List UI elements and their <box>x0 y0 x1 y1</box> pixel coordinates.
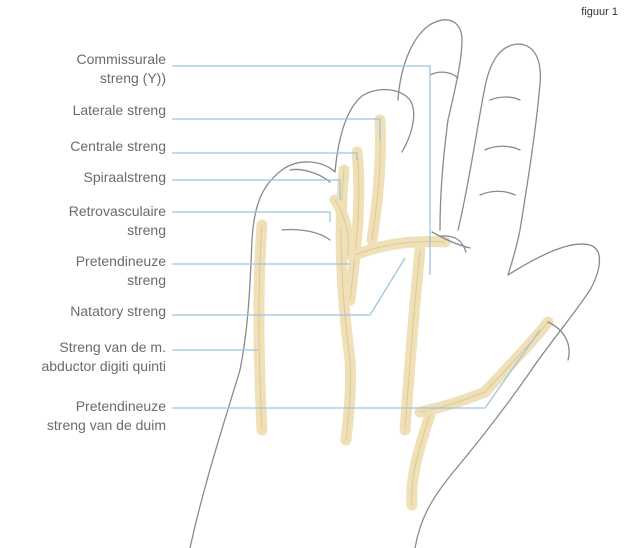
leader-line <box>172 119 380 140</box>
outline-stroke <box>430 72 458 78</box>
outline-stroke <box>458 44 540 275</box>
cord-layer <box>259 120 548 505</box>
cord-band <box>420 322 548 412</box>
leader-line <box>172 180 340 200</box>
outline-stroke <box>335 90 414 172</box>
label-commissurale: Commissurale streng (Y)) <box>77 50 166 88</box>
label-line: Pretendineuze <box>76 252 166 271</box>
label-centrale: Centrale streng <box>70 137 166 156</box>
cord-edge <box>420 322 548 412</box>
cord-band <box>412 415 430 505</box>
outline-stroke <box>490 97 520 100</box>
outline-stroke <box>548 322 569 360</box>
leader-line <box>172 212 330 222</box>
leader-line <box>172 258 405 315</box>
outline-stroke <box>480 191 515 195</box>
label-line: streng van de duim <box>47 416 166 435</box>
label-duim: Pretendineuze streng van de duim <box>47 397 166 435</box>
label-line: Retrovasculaire <box>69 202 166 221</box>
label-spiraal: Spiraalstreng <box>84 168 167 187</box>
label-line: Laterale streng <box>73 101 166 120</box>
label-line: abductor digiti quinti <box>41 357 166 376</box>
leader-line <box>172 153 357 160</box>
outline-stroke <box>282 229 330 240</box>
label-line: Centrale streng <box>70 137 166 156</box>
label-retrovasculaire: Retrovasculaire streng <box>69 202 166 240</box>
outline-stroke <box>415 244 599 548</box>
label-line: streng (Y)) <box>77 69 166 88</box>
label-line: streng <box>76 271 166 290</box>
label-pretendineuze: Pretendineuze streng <box>76 252 166 290</box>
label-line: streng <box>69 221 166 240</box>
label-line: Streng van de m. <box>41 338 166 357</box>
label-natatory: Natatory streng <box>70 302 166 321</box>
hand-outline <box>190 20 599 548</box>
label-line: Spiraalstreng <box>84 168 167 187</box>
label-line: Natatory streng <box>70 302 166 321</box>
label-line: Commissurale <box>77 50 166 69</box>
outline-stroke <box>485 146 520 150</box>
label-abductor: Streng van de m. abductor digiti quinti <box>41 338 166 376</box>
label-laterale: Laterale streng <box>73 101 166 120</box>
figure-label: figuur 1 <box>581 6 618 18</box>
label-line: Pretendineuze <box>47 397 166 416</box>
